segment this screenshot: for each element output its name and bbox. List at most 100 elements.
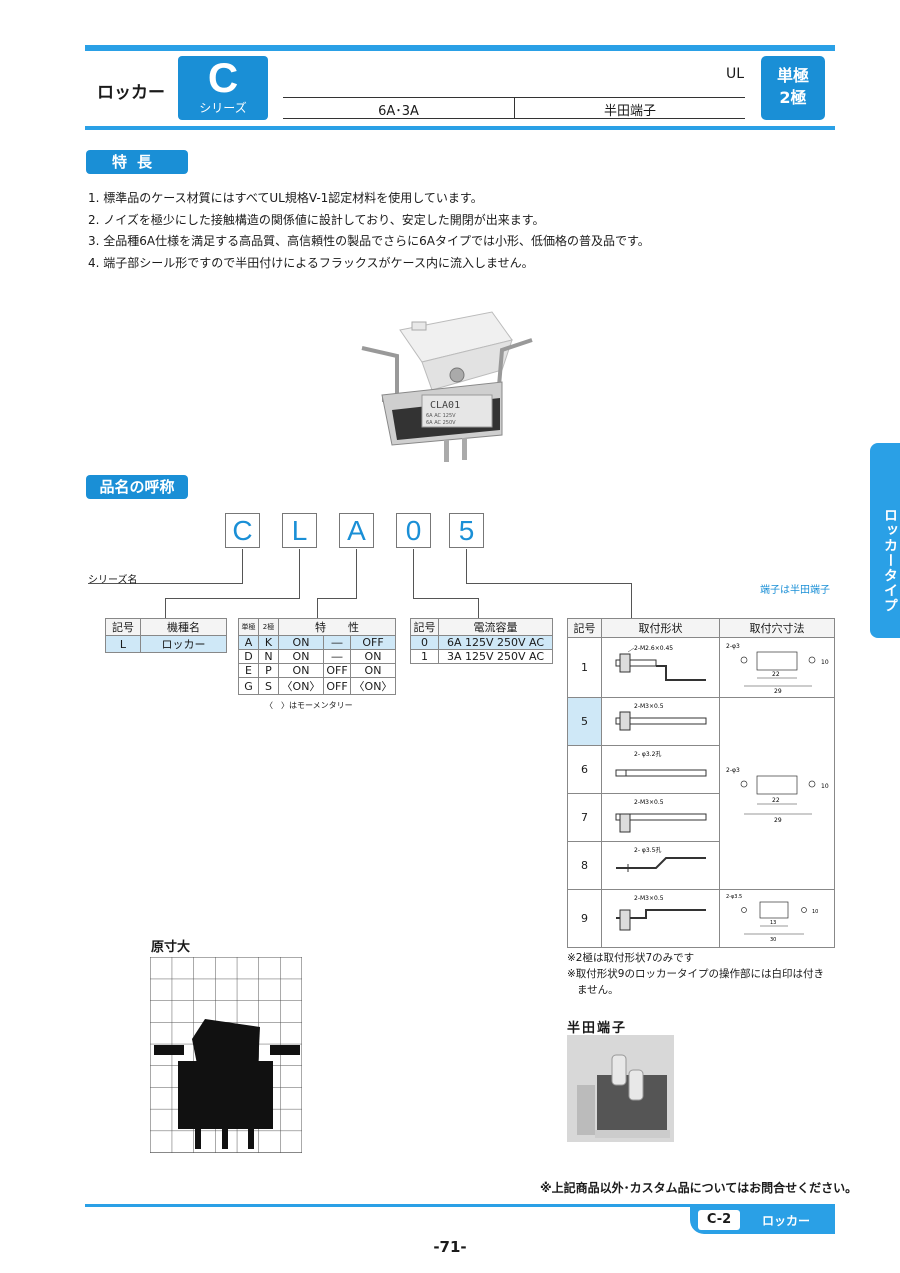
- leader-line: [165, 598, 166, 618]
- mount-label: 2-M3×0.5: [634, 799, 664, 806]
- table-cell: OFF: [323, 663, 351, 678]
- table-header: 電流容量: [438, 618, 553, 636]
- table-header: 記号: [567, 618, 602, 638]
- table-cell: ―: [323, 649, 351, 664]
- leader-line: [631, 583, 632, 618]
- spec-divider: [514, 97, 515, 118]
- naming-tab: 品名の呼称: [86, 475, 188, 499]
- solder-terminal-label: 半田端子: [567, 1021, 628, 1036]
- leader-line: [299, 549, 300, 598]
- table-cell: ON: [278, 663, 324, 678]
- leader-line: [466, 583, 632, 584]
- table-cell: ON: [349, 663, 397, 678]
- dim-label: 10: [821, 659, 829, 666]
- rating-text: 6A･3A: [378, 104, 419, 119]
- mount-label: 2-M2.6×0.45: [634, 645, 673, 652]
- leader-line: [413, 549, 414, 598]
- series-letter: C: [207, 54, 239, 101]
- table-cell: S: [258, 677, 279, 695]
- table-header: 特 性: [278, 618, 396, 636]
- table-cell: K: [258, 635, 279, 650]
- mount-shape-cell: 2-M3×0.5: [601, 697, 720, 746]
- mount-shape-cell: 2-M3×0.5: [601, 889, 720, 948]
- momentary-note: 〈 〉はモーメンタリー: [265, 701, 353, 710]
- mount-shape-cell: 2-M3×0.5: [601, 793, 720, 842]
- table-cell: 6A 125V 250V AC: [438, 635, 553, 650]
- mount-diagram: 2-M3×0.5: [615, 799, 706, 833]
- mount-dimension-cell: 2-φ3 22 29 10: [719, 637, 835, 698]
- features-list: 1. 標準品のケース材質にはすべてUL規格V-1認定材料を使用しています。 2.…: [88, 188, 650, 274]
- spec-rule: [283, 118, 745, 119]
- table-cell: D: [238, 649, 259, 664]
- dimension-diagram: 2-φ3.5 13 30 10: [726, 894, 818, 943]
- table-cell: L: [105, 635, 141, 653]
- code-box-series: C: [225, 513, 260, 548]
- code-box-current: 0: [396, 513, 431, 548]
- mount-label: 2-M3×0.5: [634, 895, 664, 902]
- dim-label: 2-φ3: [726, 767, 740, 774]
- dim-label: 29: [774, 688, 782, 694]
- features-tab: 特長: [86, 150, 188, 174]
- dim-label: 29: [774, 817, 782, 824]
- table-cell: E: [238, 663, 259, 678]
- table-cell: P: [258, 663, 279, 678]
- side-category-tab[interactable]: ロッカータイプ: [870, 443, 900, 638]
- product-photo: CLA01 6A AC 125V 6A AC 250V: [361, 311, 533, 462]
- footer-category: ロッカー: [762, 1214, 811, 1228]
- table-cell: OFF: [349, 635, 397, 650]
- footer-note: ※上記商品以外･カスタム品についてはお問合せください。: [540, 1181, 858, 1195]
- leader-line: [317, 598, 318, 618]
- dim-label: 10: [821, 783, 829, 790]
- dimension-diagram: 2-φ3 22 29 10: [726, 767, 829, 824]
- pole-double: 2極: [779, 88, 807, 107]
- actual-size-grid: [150, 957, 302, 1153]
- dim-label: 30: [770, 937, 776, 943]
- table-header: 取付形状: [601, 618, 720, 638]
- feature-item: 3. 全品種6A仕様を満足する高品質、高信頼性の製品でさらに6Aタイプでは小形、…: [88, 234, 650, 248]
- mount-shape-cell: 2-M2.6×0.45: [601, 637, 720, 698]
- mount-diagram: 2- φ3.2孔: [615, 750, 706, 777]
- dim-label: 22: [772, 797, 780, 804]
- table-cell: ON: [278, 649, 324, 664]
- leader-line: [413, 598, 479, 599]
- pole-badge: 単極 2極: [761, 56, 825, 120]
- header-top-rule: [85, 45, 835, 51]
- leader-line: [88, 583, 243, 584]
- table-cell: ロッカー: [140, 635, 227, 653]
- mount-diagram: 2-M3×0.5: [615, 895, 706, 931]
- dimension-diagram: 2-φ3 22 29 10: [726, 643, 829, 695]
- dim-label: 2-φ3.5: [726, 894, 742, 900]
- table-header: 取付穴寸法: [719, 618, 835, 638]
- table-header: 記号: [105, 618, 141, 636]
- feature-item: 1. 標準品のケース材質にはすべてUL規格V-1認定材料を使用しています。: [88, 191, 483, 205]
- dim-label: 10: [812, 909, 818, 915]
- leader-line: [317, 598, 357, 599]
- table-cell: 9: [567, 889, 602, 948]
- page-number: -71-: [433, 1238, 467, 1256]
- leader-line: [165, 598, 300, 599]
- table-cell: ON: [278, 635, 324, 650]
- mount-diagram: 2-M3×0.5: [615, 703, 706, 731]
- ul-label: UL: [726, 66, 745, 82]
- table-cell: ―: [323, 635, 351, 650]
- mount-label: 2- φ3.5孔: [634, 846, 661, 854]
- code-box-mount: 5: [449, 513, 484, 548]
- dim-label: 2-φ3: [726, 643, 740, 650]
- table-cell: 〈ON〉: [349, 677, 397, 695]
- actual-size-label: 原寸大: [151, 940, 191, 955]
- photo-marking: 6A AC 125V: [426, 413, 456, 419]
- table-cell: 0: [410, 635, 439, 650]
- terminal-note: 端子は半田端子: [760, 585, 830, 596]
- table-header: 2極: [258, 618, 279, 636]
- note-line: ※2極は取付形状7のみです: [567, 952, 695, 964]
- footer-tab: C-2 ロッカー: [690, 1207, 835, 1234]
- table-cell: 5: [567, 697, 602, 746]
- note-line: ※取付形状9のロッカータイプの操作部には白印は付き: [567, 968, 824, 980]
- series-name-label: シリーズ名: [88, 575, 138, 586]
- feature-item: 4. 端子部シール形ですので半田付けによるフラックスがケース内に流入しません。: [88, 255, 534, 270]
- table-cell: 1: [567, 637, 602, 698]
- table-cell: ON: [349, 649, 397, 664]
- leader-line: [466, 549, 467, 584]
- table-cell: 8: [567, 841, 602, 890]
